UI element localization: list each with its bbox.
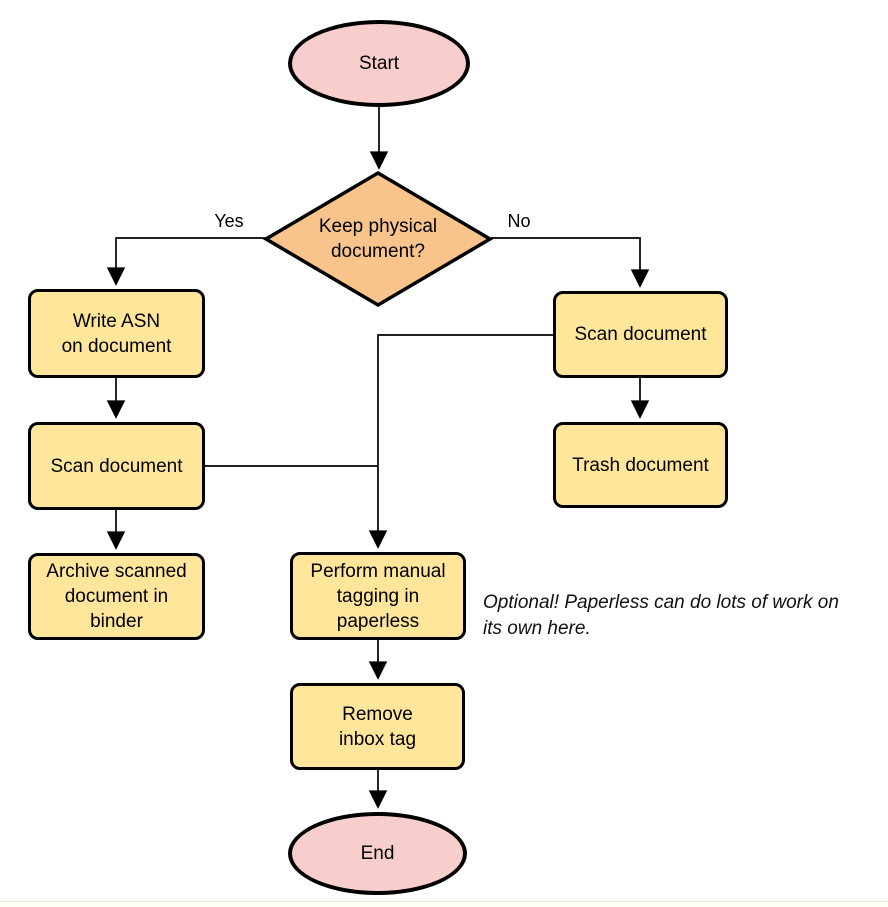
- edge-label-no: No: [507, 211, 531, 231]
- node-start: Start: [288, 20, 470, 107]
- node-start-label: Start: [358, 53, 400, 74]
- page-bottom-divider: [0, 901, 888, 907]
- decision-diamond-shape: [262, 170, 494, 308]
- edge-scan-right-to-tagging: [368, 334, 553, 549]
- node-manual-tagging-label: Perform manual tagging in paperless: [310, 560, 446, 632]
- node-write-asn-label: Write ASN on document: [61, 310, 172, 357]
- node-manual-tagging: Perform manual tagging in paperless: [290, 552, 466, 640]
- node-trash-document: Trash document: [553, 422, 728, 508]
- node-write-asn: Write ASN on document: [28, 289, 205, 378]
- node-end-label: End: [360, 843, 395, 864]
- node-end: End: [288, 812, 467, 895]
- edge-decision-no-to-scan-right: [491, 237, 650, 288]
- optional-note-text: Optional! Paperless can do lots of work …: [483, 592, 839, 639]
- node-scan-document-right: Scan document: [553, 291, 728, 378]
- node-remove-inbox-tag: Remove inbox tag: [290, 683, 465, 770]
- edge-label-yes: Yes: [214, 211, 244, 231]
- node-remove-inbox-tag-label: Remove inbox tag: [338, 703, 417, 750]
- edge-decision-yes-to-write-asn: [106, 237, 265, 286]
- node-trash-document-label: Trash document: [572, 454, 709, 476]
- node-archive-binder: Archive scanned document in binder: [28, 553, 205, 640]
- node-scan-document-left: Scan document: [28, 422, 205, 510]
- node-scan-document-right-label: Scan document: [574, 324, 707, 345]
- node-decision-label: Keep physical document?: [318, 216, 438, 262]
- node-archive-binder-label: Archive scanned document in binder: [46, 561, 187, 632]
- node-scan-document-left-label: Scan document: [50, 455, 183, 477]
